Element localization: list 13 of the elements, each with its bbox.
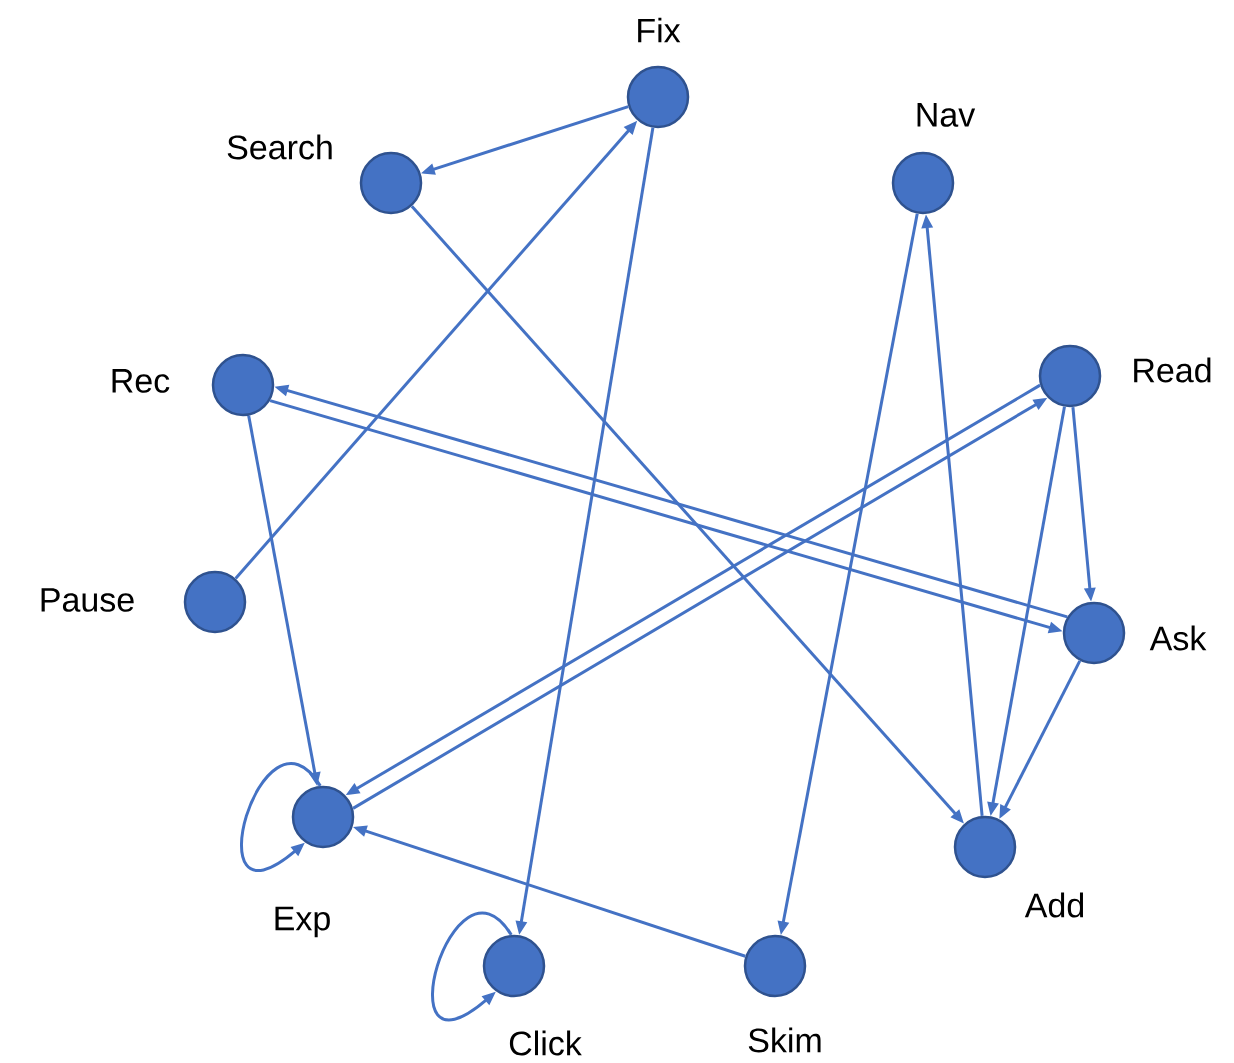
node-label: Fix bbox=[638, 17, 681, 43]
node-label: Exp bbox=[275, 906, 330, 938]
node-label: Rec bbox=[112, 369, 170, 393]
node-label: Click bbox=[509, 1030, 582, 1056]
node-label: Ask bbox=[1149, 625, 1207, 651]
node-label: Pause bbox=[41, 588, 134, 612]
node-label: Skim bbox=[748, 1027, 821, 1053]
node-label: Nav bbox=[917, 103, 976, 127]
arrow bbox=[240, 762, 322, 872]
arrow bbox=[431, 911, 513, 1022]
node-label: Add bbox=[1024, 892, 1084, 918]
node-label: Read bbox=[1134, 357, 1211, 383]
node-label: Search bbox=[227, 134, 332, 160]
